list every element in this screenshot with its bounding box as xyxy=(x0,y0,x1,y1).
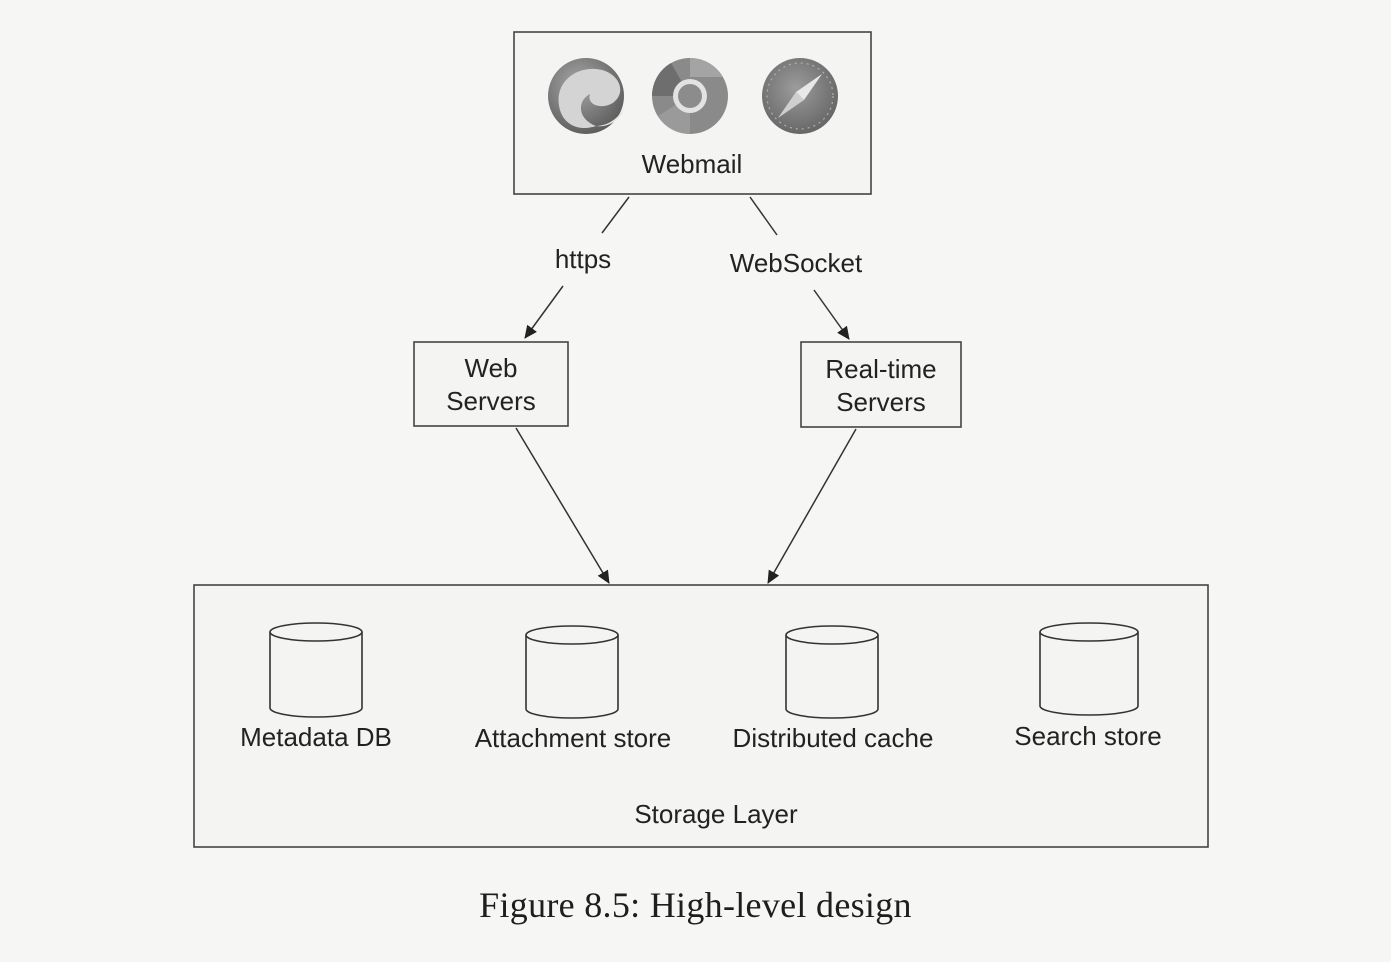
web-servers-label-line2: Servers xyxy=(446,386,536,416)
database-cylinder-icon xyxy=(525,625,619,719)
realtime-servers-box: Real-time Servers xyxy=(800,341,962,428)
https-label: https xyxy=(555,244,611,274)
search-store-label: Search store xyxy=(1014,721,1161,751)
realtime-servers-label-line1: Real-time xyxy=(825,354,936,384)
storage-layer-box: Metadata DB Attachment store Distributed… xyxy=(193,584,1209,848)
database-cylinder-icon xyxy=(269,622,363,718)
webmail-client-box: Webmail xyxy=(513,31,872,195)
figure-caption: Figure 8.5: High-level design xyxy=(479,885,912,925)
realtime-servers-to-storage-arrow xyxy=(767,428,857,584)
search-store: Search store xyxy=(1014,622,1162,751)
web-servers-box: Web Servers xyxy=(413,341,569,427)
distributed-cache-store: Distributed cache xyxy=(733,625,934,753)
edge-browser-icon xyxy=(548,58,624,134)
realtime-servers-label-line2: Servers xyxy=(836,387,926,417)
safari-browser-icon xyxy=(762,58,838,134)
webmail-label: Webmail xyxy=(642,149,743,179)
https-connection: https xyxy=(524,196,630,339)
database-cylinder-icon xyxy=(1039,622,1139,716)
metadata-db-label: Metadata DB xyxy=(240,722,392,752)
chrome-browser-icon xyxy=(651,57,728,134)
websocket-label: WebSocket xyxy=(730,248,863,278)
metadata-db-store: Metadata DB xyxy=(240,622,392,752)
web-servers-label-line1: Web xyxy=(465,353,518,383)
storage-layer-title: Storage Layer xyxy=(634,799,798,829)
database-cylinder-icon xyxy=(785,625,879,719)
web-servers-to-storage-arrow xyxy=(515,427,610,584)
attachment-store: Attachment store xyxy=(475,625,672,753)
attachment-store-label: Attachment store xyxy=(475,723,672,753)
websocket-connection: WebSocket xyxy=(730,196,863,340)
distributed-cache-label: Distributed cache xyxy=(733,723,934,753)
